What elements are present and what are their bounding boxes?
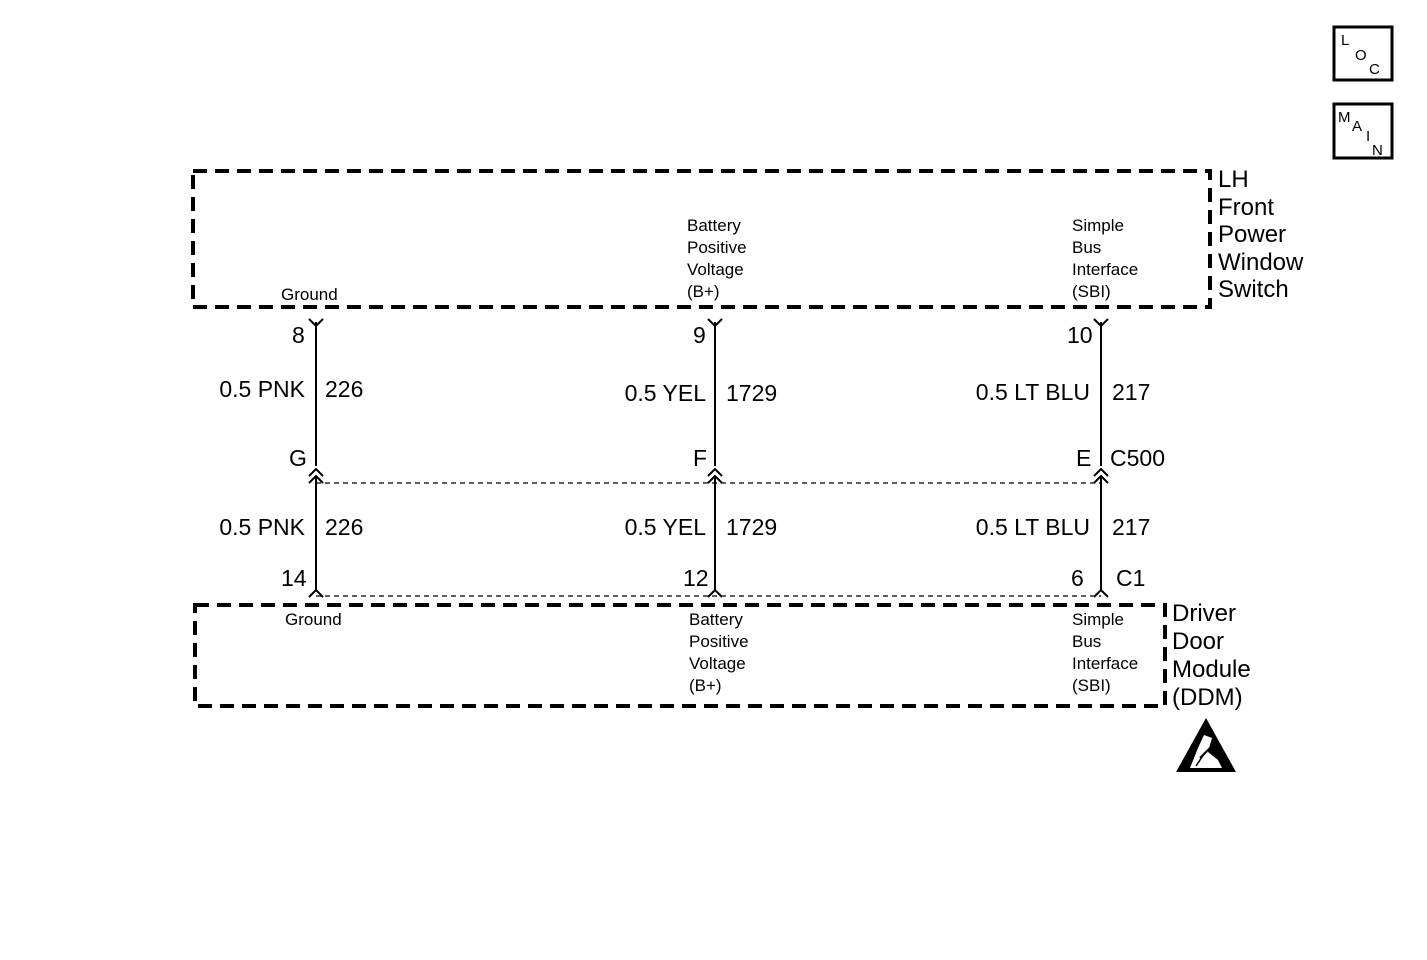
module-name: Driver Door Module (DDM) bbox=[1172, 600, 1251, 711]
switch-name-line-1: LH bbox=[1218, 166, 1249, 193]
c500-pin-bplus: F bbox=[693, 445, 707, 471]
switch-component-box bbox=[191, 169, 1212, 309]
upper-wire-sbi-spec: 0.5 LT BLU bbox=[976, 379, 1090, 405]
module-terminal-sbi-label: Simple Bus Interface (SBI) bbox=[1072, 610, 1138, 695]
switch-terminal-sbi-label: Simple Bus Interface (SBI) bbox=[1072, 216, 1138, 301]
loc-nav-icon[interactable]: L O C bbox=[1332, 25, 1394, 82]
lower-wire-ground-circuit: 226 bbox=[325, 514, 363, 540]
switch-pin-sbi: 10 bbox=[1067, 322, 1093, 348]
c1-pin-sbi: 6 bbox=[1071, 565, 1084, 591]
module-component-box bbox=[193, 603, 1167, 708]
module-name-line-2: Door bbox=[1172, 628, 1224, 655]
wire-column-bplus bbox=[707, 318, 723, 598]
wire-column-sbi bbox=[1093, 318, 1109, 598]
module-terminal-bplus-line-3: Voltage bbox=[689, 654, 746, 673]
module-terminal-sbi-line-3: Interface bbox=[1072, 654, 1138, 673]
lower-wire-bplus-circuit: 1729 bbox=[726, 514, 777, 540]
upper-wire-ground-spec: 0.5 PNK bbox=[219, 376, 305, 402]
esd-sensitive-icon bbox=[1176, 718, 1236, 772]
switch-terminal-sbi-line-2: Bus bbox=[1072, 238, 1101, 257]
upper-wire-bplus-spec: 0.5 YEL bbox=[625, 380, 707, 406]
switch-terminal-bplus-line-1: Battery bbox=[687, 216, 741, 235]
lower-wire-sbi-spec: 0.5 LT BLU bbox=[976, 514, 1090, 540]
lower-wire-ground-spec: 0.5 PNK bbox=[219, 514, 305, 540]
switch-name-line-2: Front bbox=[1218, 194, 1274, 221]
module-terminal-sbi-line-2: Bus bbox=[1072, 632, 1101, 651]
switch-terminal-ground-label: Ground bbox=[281, 285, 338, 304]
lower-wire-sbi-circuit: 217 bbox=[1112, 514, 1150, 540]
wire-column-ground bbox=[308, 318, 324, 598]
module-terminal-sbi-line-4: (SBI) bbox=[1072, 676, 1111, 695]
main-letter-3: I bbox=[1366, 128, 1370, 145]
switch-name-line-4: Window bbox=[1218, 249, 1304, 276]
c1-pin-bplus: 12 bbox=[683, 565, 709, 591]
module-name-line-1: Driver bbox=[1172, 600, 1236, 627]
switch-terminal-sbi-line-4: (SBI) bbox=[1072, 282, 1111, 301]
switch-terminal-bplus-label: Battery Positive Voltage (B+) bbox=[687, 216, 747, 301]
switch-terminal-bplus-line-2: Positive bbox=[687, 238, 747, 257]
switch-name: LH Front Power Window Switch bbox=[1218, 166, 1304, 303]
loc-letter-1: L bbox=[1341, 32, 1349, 49]
switch-terminal-sbi-line-3: Interface bbox=[1072, 260, 1138, 279]
c1-pin-ground: 14 bbox=[281, 565, 307, 591]
switch-terminal-bplus-line-3: Voltage bbox=[687, 260, 744, 279]
module-terminal-bplus-line-2: Positive bbox=[689, 632, 749, 651]
upper-wire-ground-circuit: 226 bbox=[325, 376, 363, 402]
module-terminal-bplus-line-1: Battery bbox=[689, 610, 743, 629]
switch-pin-bplus: 9 bbox=[693, 322, 706, 348]
switch-name-line-5: Switch bbox=[1218, 276, 1289, 303]
c1-connector-name: C1 bbox=[1116, 565, 1145, 591]
switch-pin-ground: 8 bbox=[292, 322, 305, 348]
module-terminal-bplus-line-4: (B+) bbox=[689, 676, 722, 695]
switch-terminal-bplus-line-4: (B+) bbox=[687, 282, 720, 301]
module-terminal-sbi-line-1: Simple bbox=[1072, 610, 1124, 629]
main-letter-1: M bbox=[1338, 109, 1351, 126]
lower-wire-bplus-spec: 0.5 YEL bbox=[625, 514, 707, 540]
upper-wire-sbi-circuit: 217 bbox=[1112, 379, 1150, 405]
main-letter-2: A bbox=[1352, 118, 1362, 135]
c500-pin-ground: G bbox=[289, 445, 307, 471]
loc-letter-3: C bbox=[1369, 61, 1380, 78]
main-letter-4: N bbox=[1372, 142, 1383, 159]
c500-pin-sbi: E bbox=[1076, 445, 1091, 471]
upper-wire-bplus-circuit: 1729 bbox=[726, 380, 777, 406]
loc-letter-2: O bbox=[1355, 47, 1367, 64]
module-name-line-3: Module bbox=[1172, 656, 1251, 683]
module-terminal-ground-label: Ground bbox=[285, 610, 342, 629]
main-nav-icon[interactable]: M A I N bbox=[1332, 102, 1394, 160]
switch-terminal-sbi-line-1: Simple bbox=[1072, 216, 1124, 235]
switch-name-line-3: Power bbox=[1218, 221, 1286, 248]
c500-connector-name: C500 bbox=[1110, 445, 1165, 471]
module-terminal-bplus-label: Battery Positive Voltage (B+) bbox=[689, 610, 749, 695]
module-name-line-4: (DDM) bbox=[1172, 684, 1243, 711]
